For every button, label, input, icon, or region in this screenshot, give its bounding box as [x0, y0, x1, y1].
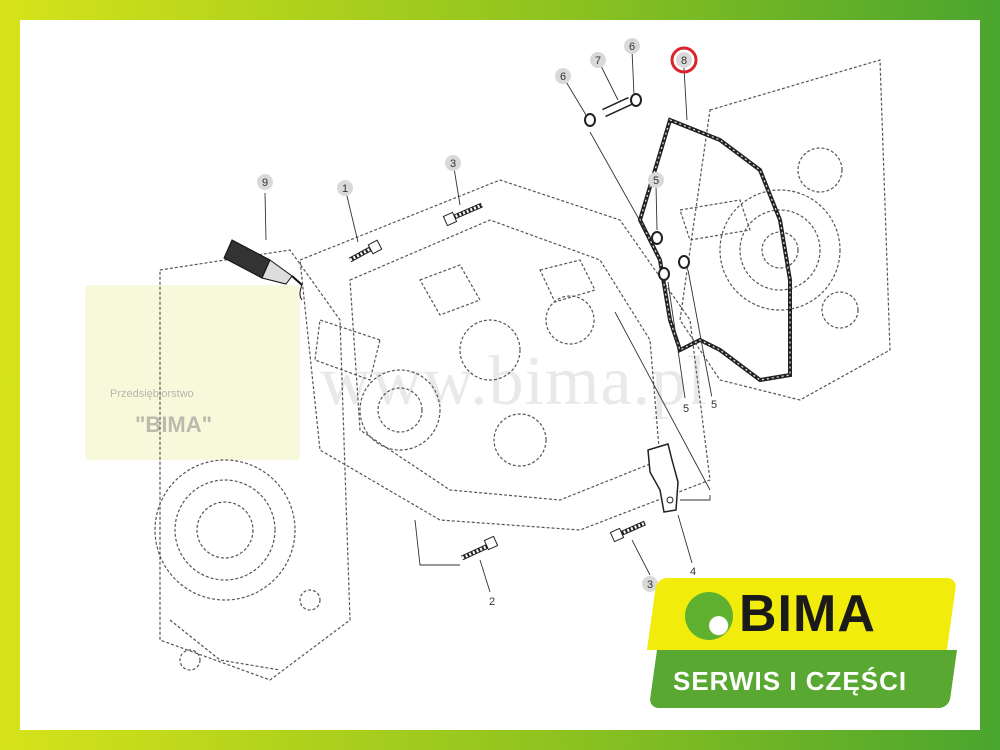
- badge-subtitle: SERWIS I CZĘŚCI: [673, 666, 908, 696]
- svg-text:5: 5: [683, 403, 689, 415]
- callout-1: 1: [337, 180, 353, 196]
- washer-6a: [584, 113, 596, 127]
- washer-5b: [658, 267, 670, 281]
- svg-text:3: 3: [450, 158, 456, 170]
- watermark-company-prefix: Przedsiębiorstwo: [110, 388, 194, 400]
- transmission-housing: [299, 179, 711, 531]
- callout-7: 7: [590, 52, 606, 68]
- svg-text:4: 4: [690, 566, 696, 578]
- pin-7: [584, 93, 642, 127]
- watermark-company-name: "BIMA": [135, 412, 213, 437]
- washer-5c: [678, 255, 690, 269]
- svg-text:3: 3: [647, 579, 653, 591]
- bolt-2: [460, 535, 499, 561]
- bolt-1: [348, 239, 383, 263]
- leader-lines: [264, 49, 713, 593]
- bolt-3-top: [442, 202, 483, 227]
- bracket-4: [647, 443, 679, 513]
- bima-logo-icon: [685, 592, 733, 640]
- callout-3-top: 3: [445, 155, 461, 171]
- callout-8-highlighted: 8: [670, 46, 698, 74]
- bima-badge: BIMA SERWIS I CZĘŚCI: [646, 578, 977, 730]
- gasket-inner: [639, 119, 791, 381]
- callout-5-bottom-left: 5: [678, 400, 694, 416]
- watermark-box: [85, 285, 300, 460]
- svg-text:5: 5: [653, 175, 659, 187]
- watermark-url: www.bima.pl: [320, 343, 708, 420]
- callout-5-top: 5: [648, 172, 664, 188]
- svg-text:8: 8: [681, 55, 687, 67]
- svg-text:5: 5: [711, 399, 717, 411]
- svg-text:6: 6: [560, 71, 566, 83]
- callout-2: 2: [484, 593, 500, 609]
- badge-brand: BIMA: [739, 585, 876, 643]
- svg-text:7: 7: [595, 55, 601, 67]
- callout-6-right: 6: [624, 38, 640, 54]
- callout-5-bottom-right: 5: [706, 396, 722, 412]
- exploded-parts-diagram: 9 1 3 6 7 6 8 5: [154, 38, 891, 681]
- svg-text:1: 1: [342, 183, 348, 195]
- sealant-bottle: [223, 239, 303, 301]
- callout-6-left: 6: [555, 68, 571, 84]
- gasket: [637, 117, 792, 383]
- svg-text:2: 2: [489, 596, 495, 608]
- bolt-3-bottom: [609, 520, 647, 543]
- callout-3-bottom: 3: [642, 576, 658, 592]
- washer-6b: [630, 93, 642, 107]
- callout-9: 9: [257, 174, 273, 190]
- callout-4: 4: [685, 563, 701, 579]
- svg-text:6: 6: [629, 41, 635, 53]
- svg-text:9: 9: [262, 177, 268, 189]
- left-flange-housing: [154, 249, 351, 681]
- washer-5a: [651, 231, 663, 245]
- right-gear-housing: [679, 59, 891, 401]
